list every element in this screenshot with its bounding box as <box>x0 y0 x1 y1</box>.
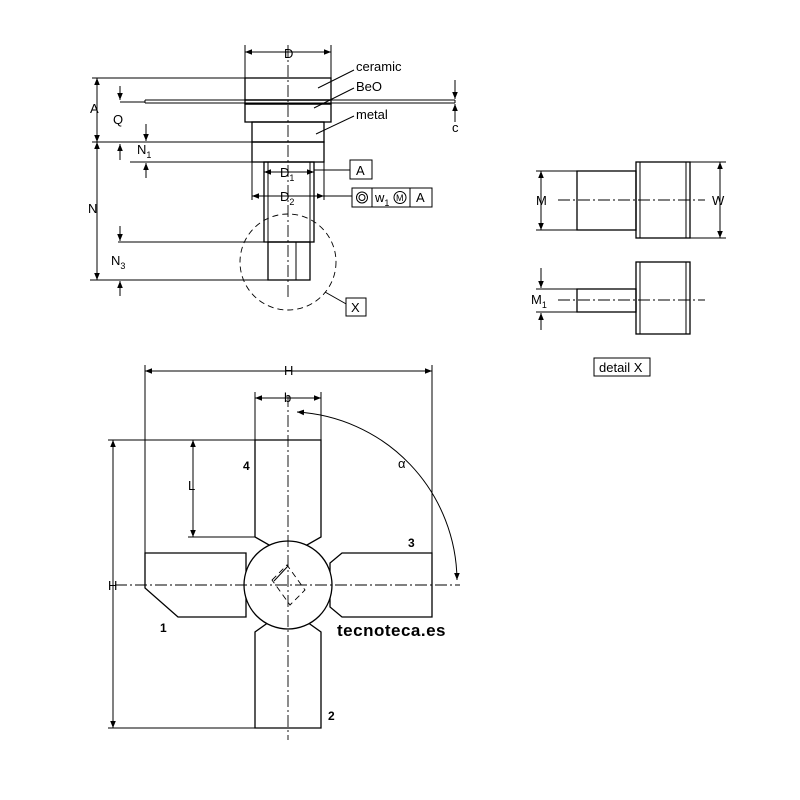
lead-1 <box>144 552 247 618</box>
detail-caption: detail X <box>599 360 643 375</box>
detail-W-label: W <box>712 193 725 208</box>
pin-1-label: 1 <box>160 621 167 635</box>
watermark: tecnoteca.es <box>337 621 446 640</box>
pin-3-label: 3 <box>408 536 415 550</box>
pin-4-label: 4 <box>243 459 250 473</box>
dim-N3-label: N3 <box>111 253 125 271</box>
detail-x-view: M W M1 detail X <box>531 161 726 377</box>
top-view: H b H L α 4 3 1 2 <box>108 363 460 740</box>
dim-D2-label: D2 <box>280 189 294 207</box>
detail-caption-box <box>593 357 651 377</box>
datum-A-label: A <box>356 163 365 178</box>
detail-x-circle <box>239 213 337 311</box>
detail-ref-label: X <box>351 300 360 315</box>
dim-N1-label: N1 <box>137 142 151 160</box>
svg-text:w1: w1 <box>374 190 389 208</box>
material-beo: BeO <box>356 79 382 94</box>
svg-text:M: M <box>396 193 404 203</box>
dim-Q-label: Q <box>113 112 123 127</box>
dim-alpha-label: α <box>398 456 406 471</box>
pin-2-label: 2 <box>328 709 335 723</box>
detail-ref-box <box>345 297 367 317</box>
material-metal: metal <box>356 107 388 122</box>
detail-lower-stud <box>576 288 637 313</box>
dim-H-top-label: H <box>284 363 293 378</box>
dim-N-label: N <box>88 201 97 216</box>
dim-H-left-label: H <box>108 578 117 593</box>
dim-b-label: b <box>284 390 291 405</box>
svg-text:A: A <box>416 190 425 205</box>
stud-marking <box>271 564 306 606</box>
stud-tip <box>267 241 311 281</box>
dim-A-label: A <box>90 101 99 116</box>
dim-D-label: D <box>284 46 293 61</box>
detail-lower-body <box>635 261 691 335</box>
datum-A-box <box>349 159 373 180</box>
side-view: X D ceramic BeO metal A Q N1 N <box>88 45 459 317</box>
detail-M1-label: M1 <box>531 292 547 310</box>
dim-D1-label: D1 <box>280 165 294 183</box>
dim-L-label: L <box>188 478 195 493</box>
detail-upper-stud <box>576 170 637 231</box>
detail-M-label: M <box>536 193 547 208</box>
dim-c-label: c <box>452 120 459 135</box>
tolerance-frame: w1 M A <box>351 187 433 208</box>
material-ceramic: ceramic <box>356 59 402 74</box>
